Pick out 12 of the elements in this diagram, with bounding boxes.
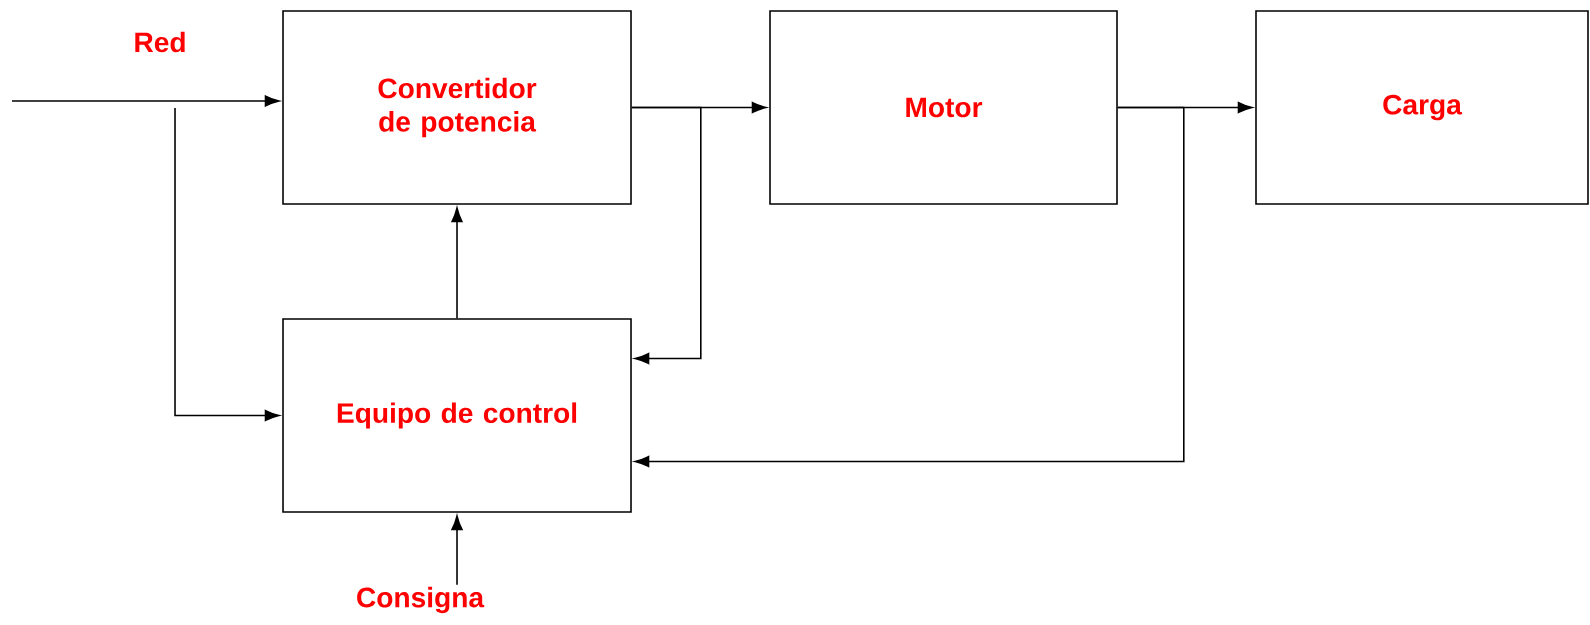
process-box: Equipo de control [282, 318, 632, 513]
process-box: Carga [1255, 10, 1589, 205]
arrow [451, 515, 463, 586]
process-box: Motor [769, 10, 1118, 205]
arrow [174, 107, 280, 422]
process-box: Convertidor de potencia [282, 10, 632, 205]
arrow [451, 207, 463, 319]
input-label: Consigna [357, 586, 485, 614]
arrow [631, 106, 702, 365]
arrow [634, 106, 1185, 468]
arrow [11, 95, 280, 107]
edge-label: Red [131, 29, 189, 55]
